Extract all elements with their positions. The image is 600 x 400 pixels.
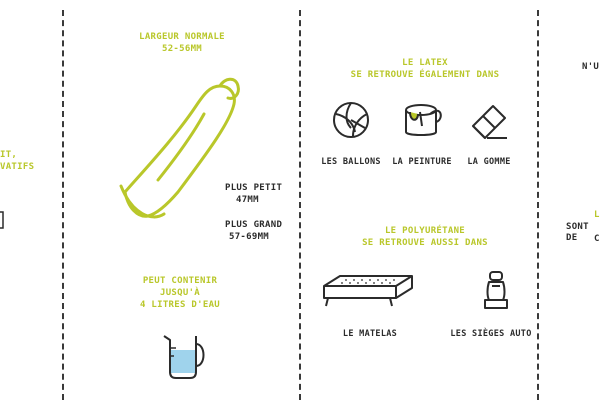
column-divider-1	[62, 10, 64, 400]
paint-can-icon	[405, 104, 442, 136]
left-partial-line2: VATIFS	[0, 162, 35, 172]
right-partial-line3: SONT DE	[566, 222, 589, 244]
mattress-icon	[323, 275, 413, 307]
capacity-line1: PEUT CONTENIR	[142, 276, 218, 286]
larger-value: 57-69MM	[229, 232, 270, 242]
eraser-icon	[472, 105, 507, 139]
right-partial-line4: C	[594, 234, 600, 244]
larger-label: PLUS GRAND	[225, 220, 283, 230]
car-seat-icon	[484, 271, 508, 309]
volleyball-icon	[333, 102, 369, 138]
column-divider-3	[537, 10, 539, 400]
smaller-value: 47MM	[236, 195, 259, 205]
item-eraser-label: LA GOMME	[467, 157, 511, 167]
latex-title: LE LATEX	[402, 58, 448, 68]
width-value: 52-56MM	[161, 44, 203, 54]
polyurethane-title: LE POLYURÉTANE	[384, 226, 466, 236]
item-mattress-label: LE MATELAS	[342, 329, 398, 339]
smaller-label: PLUS PETIT	[225, 183, 283, 193]
condom-icon	[119, 77, 240, 219]
polyurethane-subtitle: SE RETROUVE AUSSI DANS	[362, 238, 488, 248]
right-partial-line2: L	[594, 210, 600, 220]
measuring-cup-icon	[163, 335, 205, 379]
width-title: LARGEUR NORMALE	[139, 32, 225, 42]
left-partial-line1: IT,	[0, 150, 18, 160]
item-seats-label: LES SIÈGES AUTO	[450, 329, 532, 339]
column-divider-2	[299, 10, 301, 400]
item-paint-label: LA PEINTURE	[392, 157, 452, 167]
capacity-line2: JUSQU'À	[159, 288, 201, 298]
right-partial-line1: N'U	[582, 62, 600, 72]
latex-subtitle: SE RETROUVE ÉGALEMENT DANS	[350, 70, 500, 80]
item-balls-label: LES BALLONS	[321, 157, 381, 167]
capacity-line3: 4 LITRES D'EAU	[139, 300, 221, 310]
left-partial-fragment-icon	[0, 211, 4, 229]
